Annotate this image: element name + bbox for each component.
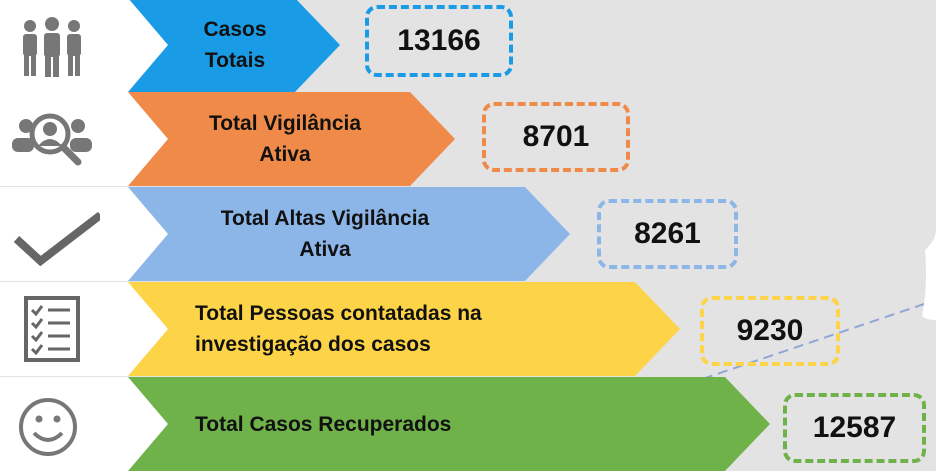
label-line: investigação dos casos [195, 333, 431, 356]
label: Total Casos Recuperados [195, 377, 451, 471]
label-line: Total Vigilância [208, 112, 362, 135]
value-box: 13166 [365, 5, 513, 77]
search-people-icon [12, 113, 92, 166]
label-line: Ativa [259, 143, 311, 166]
icon-panel [0, 187, 168, 281]
row-pessoas-contatadas: Total Pessoas contatadas na investigação … [0, 282, 936, 376]
label-line: Ativa [299, 238, 351, 261]
label-line: Total Altas Vigilância [220, 207, 430, 230]
value-box: 9230 [700, 296, 840, 366]
label-line: Total Casos Recuperados [195, 412, 452, 436]
people-icon [23, 17, 81, 77]
value-box: 8701 [482, 102, 630, 172]
label-line: Total Pessoas contatadas na [195, 302, 482, 325]
checklist-icon [24, 296, 80, 362]
arrow-banner [120, 282, 680, 376]
label-line: Casos [203, 18, 267, 41]
icon-panel [0, 282, 168, 376]
arrow-banner [120, 92, 455, 186]
value-box: 12587 [783, 393, 926, 463]
icon-panel [0, 377, 168, 471]
icon-panel [0, 92, 168, 186]
icon-panel [0, 0, 168, 92]
label-line: Totais [204, 49, 266, 72]
arrow-banner [120, 187, 570, 281]
checkmark-icon [13, 211, 100, 267]
row-casos-recuperados: Total Casos Recuperados 12587 [0, 377, 936, 471]
label: Total Pessoas contatadas na investigação … [195, 282, 482, 376]
arrow-banner [120, 377, 770, 471]
value-box: 8261 [597, 199, 738, 269]
smiley-icon [19, 398, 77, 456]
